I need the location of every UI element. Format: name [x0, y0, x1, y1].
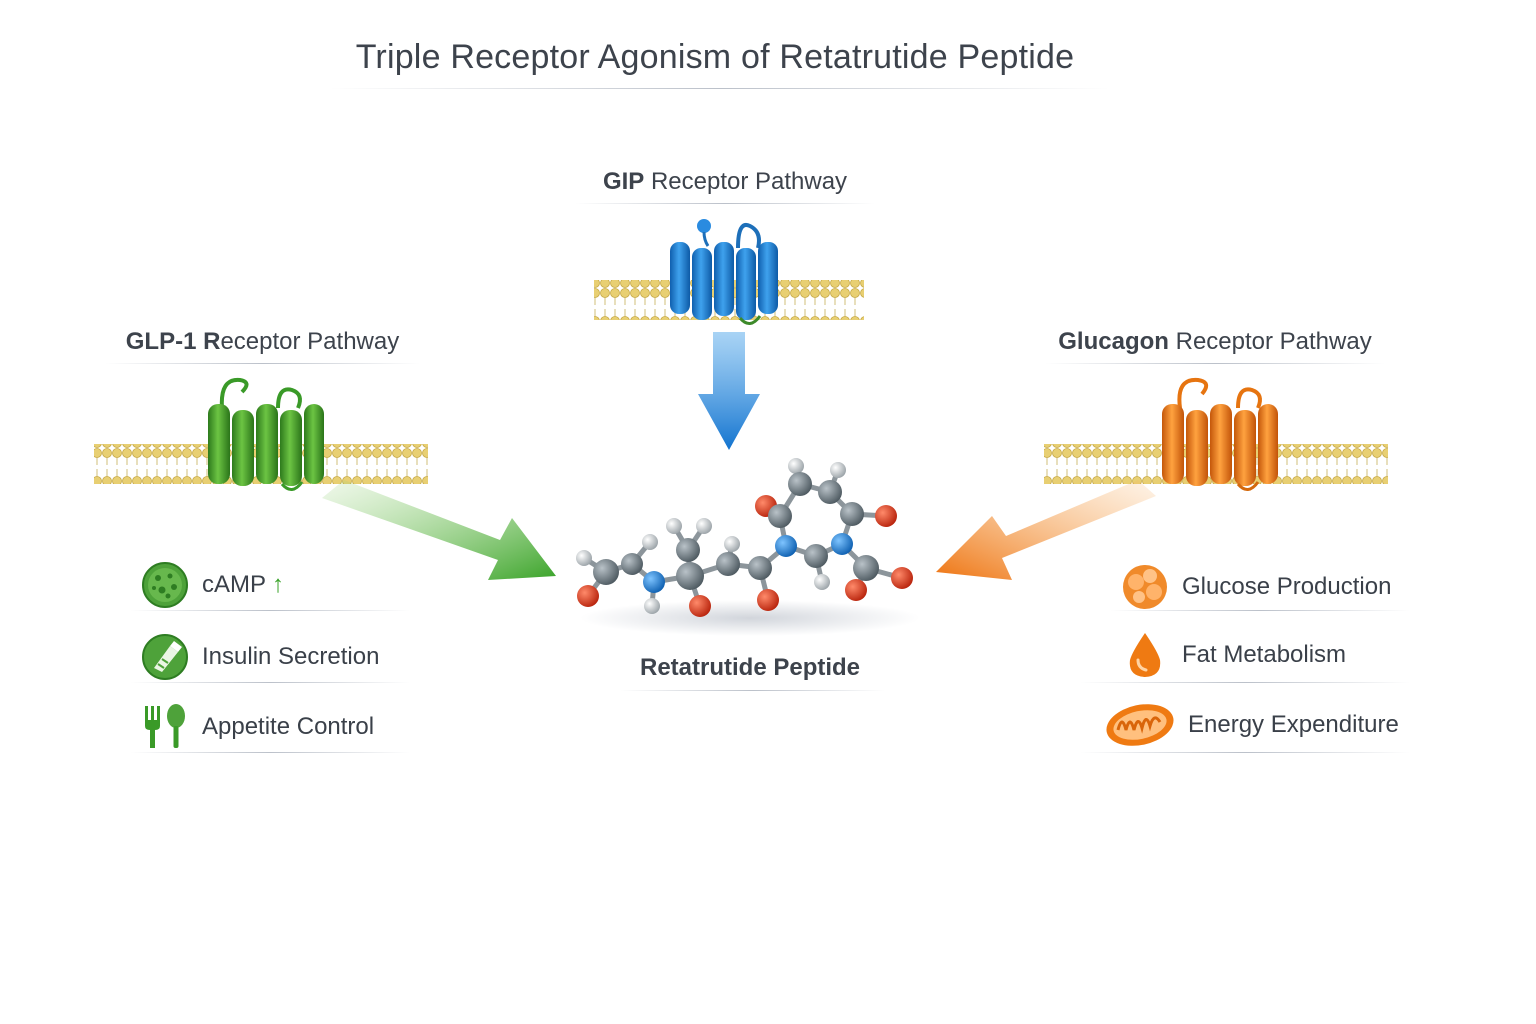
insulin-icon [142, 634, 188, 680]
glucagon-receptor-icon [1162, 377, 1278, 491]
effect-energy-expenditure: Energy Expenditure [1104, 700, 1399, 750]
effect-divider [130, 752, 410, 753]
glucagon-pathway-label: Glucagon Receptor Pathway [1058, 328, 1372, 355]
fork-spoon-icon [145, 704, 185, 748]
glucagon-label-underline [1045, 363, 1385, 364]
mitochondrion-icon [1106, 704, 1174, 746]
effect-appetite-control: Appetite Control [140, 702, 374, 752]
gip-arrow [698, 332, 760, 450]
peptide-label: Retatrutide Peptide [639, 654, 861, 681]
effect-insulin-secretion: Insulin Secretion [140, 632, 379, 682]
title-underline [330, 88, 1110, 89]
effect-divider [130, 610, 410, 611]
glucagon-receptor-membrane [1044, 377, 1388, 491]
page-title: Triple Receptor Agonism of Retatrutide P… [355, 38, 1075, 76]
gip-pathway-label: GIP Receptor Pathway [602, 168, 848, 195]
glp1-receptor-membrane [94, 377, 428, 491]
effect-fat-metabolism: Fat Metabolism [1120, 630, 1346, 680]
gip-receptor-membrane [594, 219, 864, 325]
effect-camp: cAMP ↑ [140, 560, 284, 610]
glucose-cluster-icon [1123, 565, 1167, 609]
gip-label-underline [575, 203, 875, 204]
effect-glucose-production: Glucose Production [1120, 562, 1391, 612]
glp1-label-underline [105, 363, 420, 364]
retatrutide-molecule [576, 458, 920, 636]
fat-droplet-icon [1129, 633, 1161, 677]
glp1-receptor-icon [208, 377, 324, 491]
gip-receptor-icon [670, 219, 778, 325]
effect-divider [1080, 682, 1410, 683]
effect-divider [1080, 752, 1410, 753]
effect-divider [130, 682, 410, 683]
effect-divider [1110, 610, 1410, 611]
cell-icon [142, 562, 188, 608]
glp1-pathway-label: GLP-1 Receptor Pathway [125, 328, 400, 355]
glucagon-arrow [936, 480, 1156, 580]
glp1-arrow [322, 480, 556, 580]
increase-arrow-icon: ↑ [272, 571, 285, 598]
peptide-label-underline [620, 690, 885, 691]
